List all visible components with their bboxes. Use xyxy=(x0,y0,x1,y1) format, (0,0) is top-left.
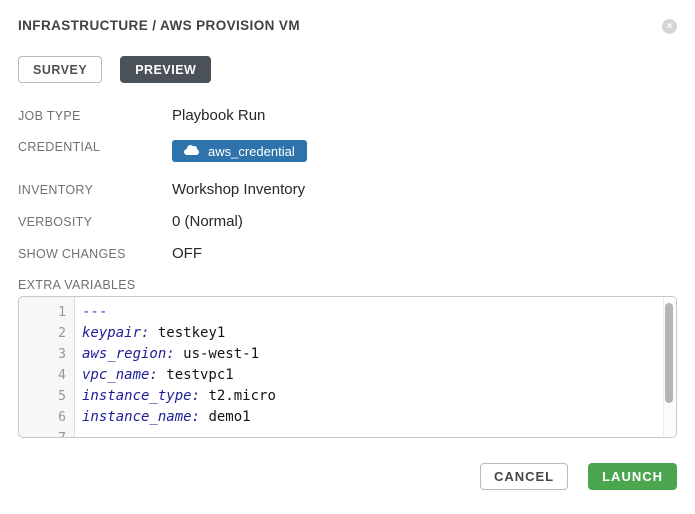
cloud-icon xyxy=(184,144,199,155)
line-number: 2 xyxy=(58,326,66,341)
code-line-1[interactable]: 1 --- xyxy=(19,302,676,323)
editor-scrollbar-thumb[interactable] xyxy=(665,303,673,403)
line-number: 6 xyxy=(58,410,66,425)
extra-variables-editor[interactable]: 1 --- 2 keypair: testkey1 3 aws_region: us-we… xyxy=(18,296,677,438)
detail-row-inventory: INVENTORY Workshop Inventory xyxy=(18,182,677,198)
tab-survey[interactable]: SURVEY xyxy=(18,56,103,83)
code-line-3[interactable]: 3 aws_region: us-west-1 xyxy=(19,344,676,365)
detail-value-verbosity: 0 (Normal) xyxy=(172,213,243,230)
detail-value-job-type: Playbook Run xyxy=(172,107,266,124)
tab-bar: SURVEY PREVIEW xyxy=(18,56,677,83)
code-text: --- xyxy=(82,304,108,320)
editor-content[interactable]: 1 --- 2 keypair: testkey1 3 aws_region: us-we… xyxy=(19,297,676,437)
detail-label-verbosity: VERBOSITY xyxy=(18,215,93,229)
code-text: vpc_name: testvpc1 xyxy=(82,367,234,383)
credential-badge[interactable]: aws_credential xyxy=(172,140,307,162)
detail-row-credential: CREDENTIAL aws_credential xyxy=(18,140,677,162)
editor-scrollbar[interactable] xyxy=(663,298,675,436)
close-icon[interactable]: × xyxy=(662,19,677,34)
detail-label-inventory: INVENTORY xyxy=(18,183,94,197)
code-line-4[interactable]: 4 vpc_name: testvpc1 xyxy=(19,365,676,386)
code-line-6[interactable]: 6 instance_name: demo1 xyxy=(19,407,676,428)
line-number: 5 xyxy=(58,389,66,404)
code-text: instance_type: t2.micro xyxy=(82,388,276,404)
detail-label-credential: CREDENTIAL xyxy=(18,140,101,154)
detail-label-job-type: JOB TYPE xyxy=(18,109,81,123)
code-line-2[interactable]: 2 keypair: testkey1 xyxy=(19,323,676,344)
code-text: instance_name: demo1 xyxy=(82,409,251,425)
detail-row-job-type: JOB TYPE Playbook Run xyxy=(18,108,677,124)
line-number: 1 xyxy=(58,305,66,320)
detail-row-show-changes: SHOW CHANGES OFF xyxy=(18,246,677,262)
modal-header: INFRASTRUCTURE / AWS PROVISION VM × xyxy=(18,18,677,34)
modal-footer: CANCEL LAUNCH xyxy=(18,463,677,490)
launch-button[interactable]: LAUNCH xyxy=(588,463,677,490)
detail-value-show-changes: OFF xyxy=(172,245,202,262)
line-number: 4 xyxy=(58,368,66,383)
detail-value-inventory: Workshop Inventory xyxy=(172,181,306,198)
detail-label-show-changes: SHOW CHANGES xyxy=(18,247,126,261)
code-text: aws_region: us-west-1 xyxy=(82,346,260,362)
extra-variables-label: EXTRA VARIABLES xyxy=(18,278,136,292)
code-line-7[interactable]: 7 xyxy=(19,428,676,437)
editor-gutter xyxy=(19,297,75,437)
line-number: 7 xyxy=(19,428,75,437)
line-number: 3 xyxy=(58,347,66,362)
code-text xyxy=(75,428,82,437)
detail-row-verbosity: VERBOSITY 0 (Normal) xyxy=(18,214,677,230)
cancel-button[interactable]: CANCEL xyxy=(479,463,569,490)
page-title: INFRASTRUCTURE / AWS PROVISION VM xyxy=(18,18,300,33)
credential-badge-label: aws_credential xyxy=(208,143,295,159)
code-text: keypair: testkey1 xyxy=(82,325,226,341)
code-line-5[interactable]: 5 instance_type: t2.micro xyxy=(19,386,676,407)
tab-preview[interactable]: PREVIEW xyxy=(120,56,212,83)
